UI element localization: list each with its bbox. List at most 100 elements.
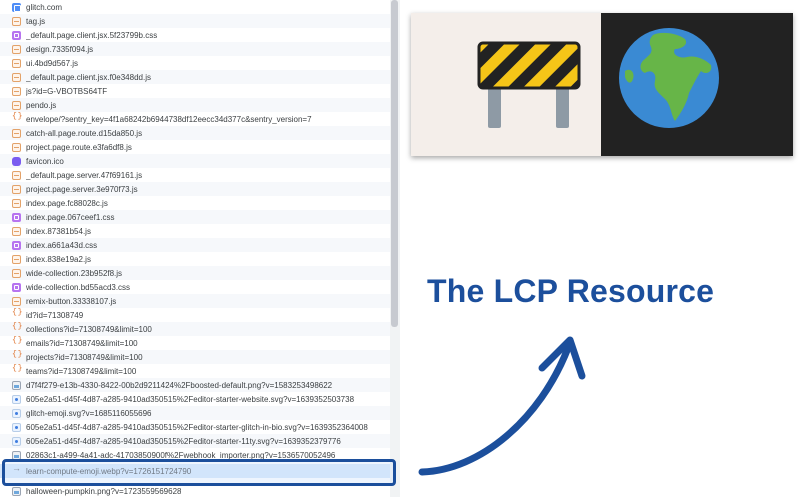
request-name: emails?id=71308749&limit=100 bbox=[26, 338, 138, 348]
fetch-icon bbox=[12, 322, 21, 334]
request-row[interactable]: pendo.js bbox=[0, 98, 390, 112]
request-row[interactable]: halloween-pumpkin.png?v=1723559569628 bbox=[0, 484, 390, 497]
request-name: js?id=G-VBOTBS64TF bbox=[26, 86, 108, 96]
script-icon bbox=[12, 100, 21, 110]
request-name: 605e2a51-d45f-4d87-a285-9410ad350515%2Fe… bbox=[26, 394, 355, 404]
request-name: index.87381b54.js bbox=[26, 226, 91, 236]
script-icon bbox=[12, 170, 21, 180]
stylesheet-icon bbox=[12, 212, 21, 222]
request-name: ui.4bd9d567.js bbox=[26, 58, 79, 68]
svg-icon bbox=[12, 422, 21, 432]
lcp-image-preview bbox=[411, 13, 793, 156]
request-row[interactable]: project.page.server.3e970f73.js bbox=[0, 182, 390, 196]
request-row[interactable]: glitch-emoji.svg?v=1685116055696 bbox=[0, 406, 390, 420]
request-name: id?id=71308749 bbox=[26, 310, 84, 320]
request-row[interactable]: design.7335f094.js bbox=[0, 42, 390, 56]
request-row[interactable]: wide-collection.23b952f8.js bbox=[0, 266, 390, 280]
request-row[interactable]: ui.4bd9d567.js bbox=[0, 56, 390, 70]
arrow-right-icon bbox=[12, 464, 21, 476]
request-name: catch-all.page.route.d15da850.js bbox=[26, 128, 143, 138]
request-name: index.838e19a2.js bbox=[26, 254, 91, 264]
request-name: 02863c1-a499-4a41-adc-41703850900f%2Fweb… bbox=[26, 450, 336, 460]
request-row[interactable]: project.page.route.e3fa6df8.js bbox=[0, 140, 390, 154]
svg-icon bbox=[12, 394, 21, 404]
request-row[interactable]: collections?id=71308749&limit=100 bbox=[0, 322, 390, 336]
script-icon bbox=[12, 296, 21, 306]
request-name: envelope/?sentry_key=4f1a68242b6944738df… bbox=[26, 114, 312, 124]
favicon-icon bbox=[12, 156, 21, 166]
request-row[interactable]: index.page.fc88028c.js bbox=[0, 196, 390, 210]
globe-icon bbox=[619, 28, 719, 128]
script-icon bbox=[12, 198, 21, 208]
request-name: index.page.067ceef1.css bbox=[26, 212, 115, 222]
request-row[interactable]: learn-compute-emoji.webp?v=1726151724790 bbox=[0, 464, 390, 478]
request-row[interactable]: wide-collection.bd55acd3.css bbox=[0, 280, 390, 294]
request-row[interactable]: remix-button.33338107.js bbox=[0, 294, 390, 308]
request-row[interactable]: js?id=G-VBOTBS64TF bbox=[0, 84, 390, 98]
script-icon bbox=[12, 254, 21, 264]
request-name: _default.page.client.jsx.5f23799b.css bbox=[26, 30, 158, 40]
request-name: collections?id=71308749&limit=100 bbox=[26, 324, 152, 334]
request-name: design.7335f094.js bbox=[26, 44, 94, 54]
annotation-arrow-icon bbox=[418, 336, 586, 476]
request-row[interactable]: 605e2a51-d45f-4d87-a285-9410ad350515%2Fe… bbox=[0, 420, 390, 434]
request-name: halloween-pumpkin.png?v=1723559569628 bbox=[26, 486, 182, 496]
request-row[interactable]: _default.page.client.jsx.5f23799b.css bbox=[0, 28, 390, 42]
request-row[interactable]: 605e2a51-d45f-4d87-a285-9410ad350515%2Fe… bbox=[0, 434, 390, 448]
stylesheet-icon bbox=[12, 30, 21, 40]
request-row[interactable]: id?id=71308749 bbox=[0, 308, 390, 322]
svg-icon bbox=[12, 408, 21, 418]
request-row[interactable]: index.a661a43d.css bbox=[0, 238, 390, 252]
fetch-icon bbox=[12, 350, 21, 362]
script-icon bbox=[12, 226, 21, 236]
stylesheet-icon bbox=[12, 240, 21, 250]
stylesheet-icon bbox=[12, 282, 21, 292]
request-row[interactable]: tag.js bbox=[0, 14, 390, 28]
request-name: glitch.com bbox=[26, 2, 63, 12]
request-name: _default.page.client.jsx.f0e348dd.js bbox=[26, 72, 151, 82]
request-name: pendo.js bbox=[26, 100, 57, 110]
request-row[interactable]: 605e2a51-d45f-4d87-a285-9410ad350515%2Fe… bbox=[0, 392, 390, 406]
request-row[interactable]: _default.page.client.jsx.f0e348dd.js bbox=[0, 70, 390, 84]
request-name: _default.page.server.47f69161.js bbox=[26, 170, 143, 180]
request-row[interactable]: favicon.ico bbox=[0, 154, 390, 168]
construction-barrier-panel bbox=[411, 13, 601, 156]
scrollbar-thumb[interactable] bbox=[391, 0, 398, 327]
request-name: index.page.fc88028c.js bbox=[26, 198, 108, 208]
request-row[interactable]: d7f4f279-e13b-4330-8422-00b2d9211424%2Fb… bbox=[0, 378, 390, 392]
request-name: 605e2a51-d45f-4d87-a285-9410ad350515%2Fe… bbox=[26, 436, 341, 446]
request-row[interactable]: index.87381b54.js bbox=[0, 224, 390, 238]
request-row[interactable]: _default.page.server.47f69161.js bbox=[0, 168, 390, 182]
request-row[interactable]: glitch.com bbox=[0, 0, 390, 14]
script-icon bbox=[12, 44, 21, 54]
request-row[interactable]: emails?id=71308749&limit=100 bbox=[0, 336, 390, 350]
document-icon bbox=[12, 2, 21, 12]
request-row[interactable]: envelope/?sentry_key=4f1a68242b6944738df… bbox=[0, 112, 390, 126]
request-name: teams?id=71308749&limit=100 bbox=[26, 366, 137, 376]
construction-barrier-icon bbox=[477, 41, 581, 128]
request-name: d7f4f279-e13b-4330-8422-00b2d9211424%2Fb… bbox=[26, 380, 333, 390]
request-row[interactable]: projects?id=71308749&limit=100 bbox=[0, 350, 390, 364]
lcp-request-highlight bbox=[2, 459, 396, 486]
request-name: project.page.route.e3fa6df8.js bbox=[26, 142, 132, 152]
fetch-icon bbox=[12, 336, 21, 348]
script-icon bbox=[12, 16, 21, 26]
image-icon bbox=[12, 486, 21, 496]
request-name: glitch-emoji.svg?v=1685116055696 bbox=[26, 408, 152, 418]
fetch-icon bbox=[12, 308, 21, 320]
script-icon bbox=[12, 142, 21, 152]
request-row[interactable]: teams?id=71308749&limit=100 bbox=[0, 364, 390, 378]
lcp-annotation-title: The LCP Resource bbox=[427, 273, 715, 309]
request-name: favicon.ico bbox=[26, 156, 64, 166]
request-name: index.a661a43d.css bbox=[26, 240, 98, 250]
script-icon bbox=[12, 58, 21, 68]
fetch-icon bbox=[12, 364, 21, 376]
network-request-list: glitch.com tag.js _default.page.client.jsx… bbox=[0, 0, 400, 497]
request-row[interactable]: index.page.067ceef1.css bbox=[0, 210, 390, 224]
request-row[interactable]: index.838e19a2.js bbox=[0, 252, 390, 266]
request-name: tag.js bbox=[26, 16, 46, 26]
script-icon bbox=[12, 72, 21, 82]
svg-icon bbox=[12, 436, 21, 446]
script-icon bbox=[12, 128, 21, 138]
request-row[interactable]: catch-all.page.route.d15da850.js bbox=[0, 126, 390, 140]
